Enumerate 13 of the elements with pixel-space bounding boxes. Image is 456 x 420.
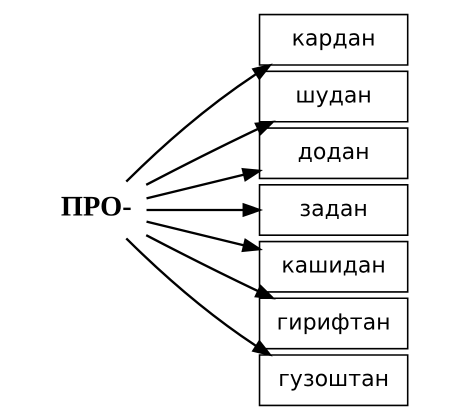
node-box: додан — [258, 127, 408, 180]
node-box: гузоштан — [258, 354, 408, 406]
arrow — [146, 234, 276, 300]
node-text: ПРО- — [60, 191, 132, 222]
arrow — [146, 202, 264, 218]
node-box: шудан — [258, 70, 408, 123]
node-box: гирифтан — [258, 297, 408, 350]
arrow — [146, 168, 263, 200]
arrow — [146, 220, 263, 252]
node-box: задан — [258, 184, 408, 236]
node-box: кардан — [258, 14, 408, 66]
node-box: кашидан — [258, 240, 408, 293]
arrow — [125, 238, 273, 357]
